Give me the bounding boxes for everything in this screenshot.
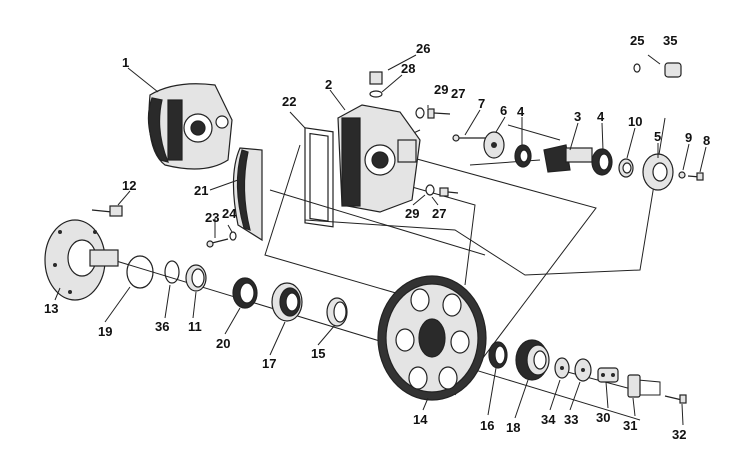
label-part-5: 5 [654,129,661,144]
plate-part-30 [597,367,619,383]
label-part-26: 26 [416,41,430,56]
label-part-15: 15 [311,346,325,361]
label-part-29-bottom: 29 [405,206,419,221]
lock-plate-part-31 [627,374,641,398]
label-part-27-bottom: 27 [432,206,446,221]
bearing-part-4a [514,144,532,168]
washer-part-33 [574,358,592,382]
bearing-part-17 [271,282,303,322]
label-part-21: 21 [194,183,208,198]
bolt-part-8 [687,172,704,181]
label-part-9: 9 [685,130,692,145]
pinion-shaft-part-3 [543,144,593,173]
plug-part-26 [369,71,383,85]
label-part-6: 6 [500,103,507,118]
sleeve-part-35 [664,62,682,78]
housing-half-part-1 [147,83,233,170]
label-part-29-top: 29 [434,82,448,97]
label-part-19: 19 [98,324,112,339]
spacer-part-15 [326,297,348,327]
main-housing-part-2 [337,104,421,213]
snap-ring-part-19 [126,255,154,289]
label-part-2: 2 [325,77,332,92]
label-part-14: 14 [413,412,428,427]
cap-part-5 [642,153,674,191]
label-part-22: 22 [282,94,296,109]
label-part-25: 25 [630,33,644,48]
label-part-34: 34 [541,412,556,427]
label-part-1: 1 [122,55,129,70]
label-part-31: 31 [623,418,637,433]
label-part-4-left: 4 [517,104,525,119]
label-part-28: 28 [401,61,415,76]
ring-part-16 [488,341,508,369]
washer-part-24 [229,231,237,241]
ring-part-25 [633,63,641,73]
part-labels: 1 2 3 4 4 5 6 7 8 9 10 11 12 13 14 15 16… [44,33,710,442]
label-part-8: 8 [703,133,710,148]
flange-part-13 [44,219,119,301]
label-part-36: 36 [155,319,169,334]
cover-part-21 [232,147,263,242]
bearing-part-18 [515,339,550,381]
seal-part-10 [618,158,634,178]
label-part-20: 20 [216,336,230,351]
label-part-4-right: 4 [597,109,605,124]
label-part-11: 11 [188,319,202,334]
washer-part-9 [678,171,686,179]
label-part-3: 3 [574,109,581,124]
bolt-part-12 [91,205,123,217]
washer-part-29-top [415,107,425,119]
bearing-part-4b [591,148,613,176]
label-part-30: 30 [596,410,610,425]
bearing-part-20 [232,277,258,309]
washer-part-34 [554,357,570,379]
label-part-33: 33 [564,412,578,427]
plate-part-6 [483,131,505,159]
washer-part-29-bottom [425,184,435,196]
label-part-16: 16 [480,418,494,433]
bolt-part-32 [664,394,687,404]
label-part-23: 23 [205,210,219,225]
label-part-32: 32 [672,427,686,442]
gear-wheel-part-14 [377,275,487,401]
seal-ring-part-11 [185,264,207,292]
washer-part-28 [369,90,383,98]
label-part-10: 10 [628,114,642,129]
o-ring-part-36 [164,260,180,284]
label-part-18: 18 [506,420,520,435]
leader-lines [54,54,707,426]
label-part-12: 12 [122,178,136,193]
label-part-35: 35 [663,33,677,48]
bolt-part-23 [206,238,229,248]
label-part-24: 24 [222,206,237,221]
bolt-part-27-top [427,108,451,119]
label-part-7: 7 [478,96,485,111]
label-part-27-top: 27 [451,86,465,101]
label-part-17: 17 [262,356,276,371]
label-part-13: 13 [44,301,58,316]
bolt-part-27-bottom [439,187,459,197]
gasket-part-22 [304,127,334,228]
